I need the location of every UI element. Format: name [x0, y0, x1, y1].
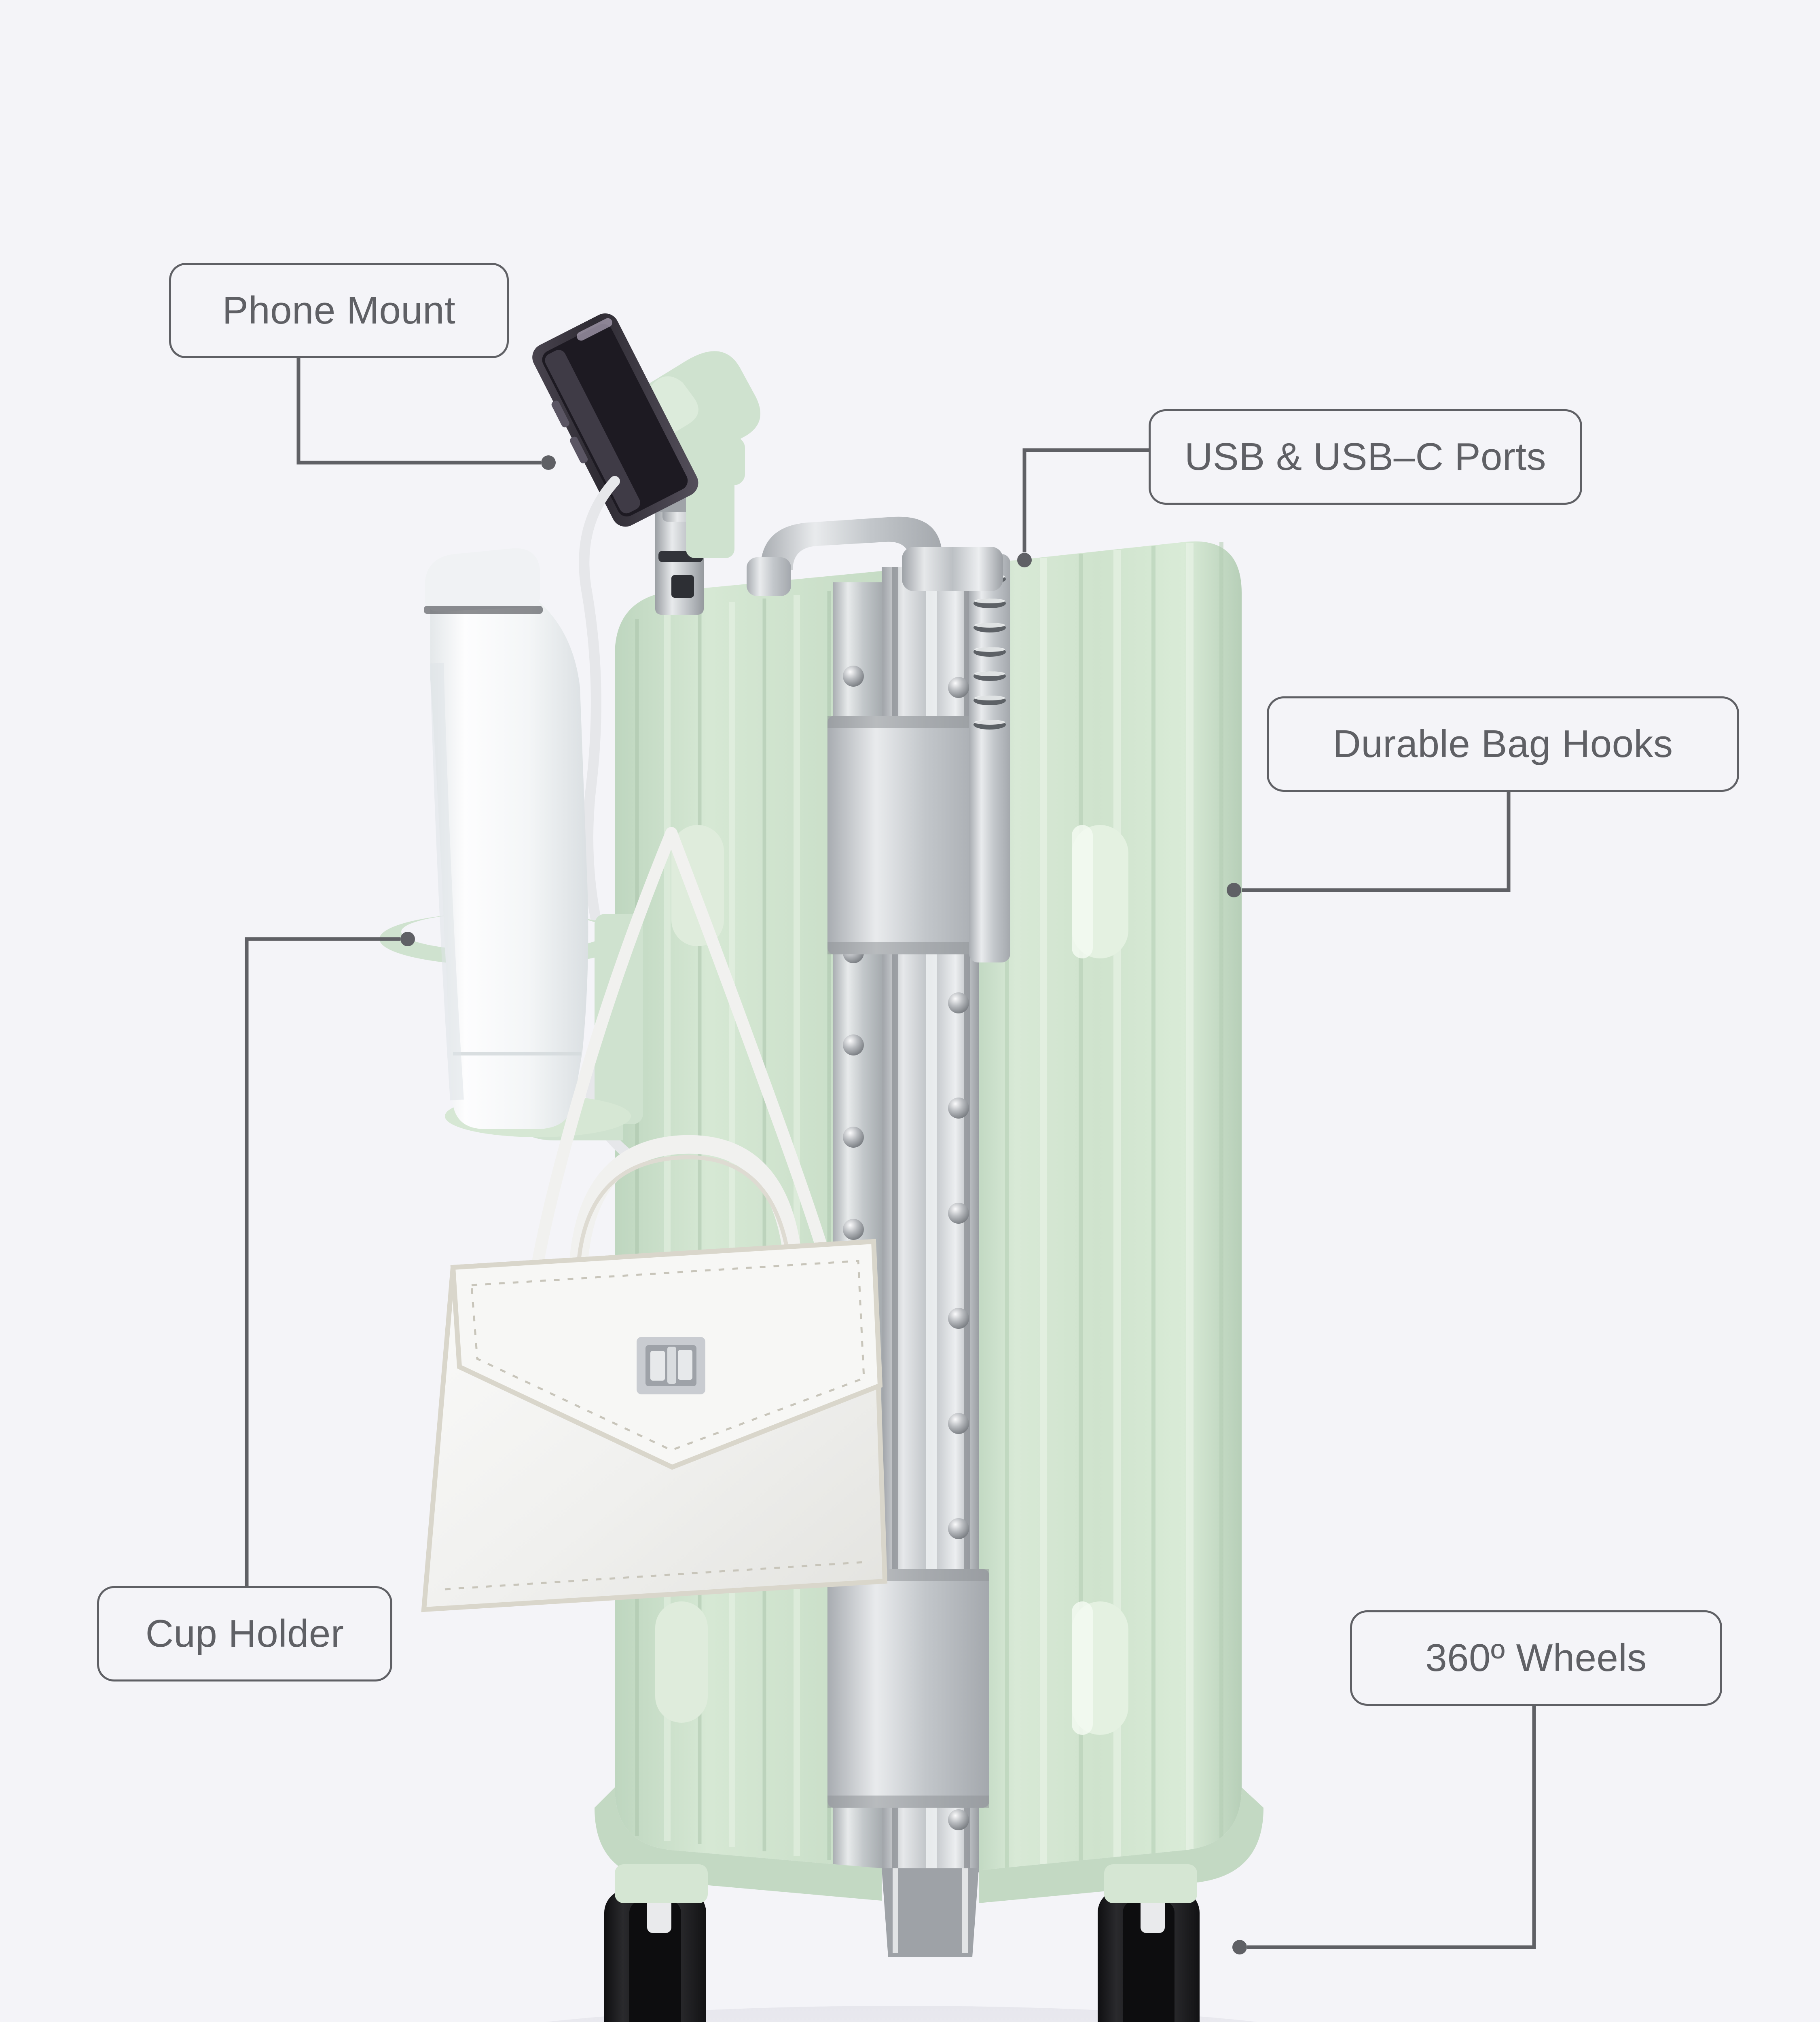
hinge-lower: [827, 1569, 989, 1808]
wheel-housing-right: [1104, 1864, 1197, 1903]
rail-foot: [882, 1868, 979, 1957]
mounted-phone: [532, 313, 698, 527]
callout-label-cup-holder: Cup Holder: [145, 1612, 344, 1655]
callout-label-bag-hooks: Durable Bag Hooks: [1333, 722, 1673, 766]
bag-hook-upper: [1072, 825, 1128, 958]
handbag: [421, 827, 888, 1612]
top-grab-handle: [747, 516, 1003, 596]
callout-usb-ports[interactable]: USB & USB–C Ports: [1149, 409, 1582, 505]
water-bottle: [424, 548, 588, 1129]
callout-label-usb-ports: USB & USB–C Ports: [1184, 435, 1547, 478]
bag-hook-left-lower: [655, 1601, 708, 1723]
bag-hook-lower: [1072, 1601, 1128, 1735]
wheel-housing-left: [615, 1864, 708, 1903]
telescoping-pole: [650, 417, 734, 615]
wheel-front-right: [1098, 1885, 1200, 2022]
callout-cup-holder[interactable]: Cup Holder: [97, 1586, 392, 1681]
callout-wheels[interactable]: 360º Wheels: [1350, 1610, 1722, 1706]
usb-port-panel: [969, 554, 1010, 962]
callout-label-wheels: 360º Wheels: [1425, 1636, 1647, 1679]
callout-bag-hooks[interactable]: Durable Bag Hooks: [1267, 696, 1739, 792]
ground-shadow: [546, 2006, 1258, 2022]
hinge-upper: [827, 716, 989, 954]
callout-phone-mount[interactable]: Phone Mount: [169, 263, 509, 358]
callout-label-phone-mount: Phone Mount: [222, 289, 456, 332]
wheel-front-left: [604, 1885, 706, 2022]
